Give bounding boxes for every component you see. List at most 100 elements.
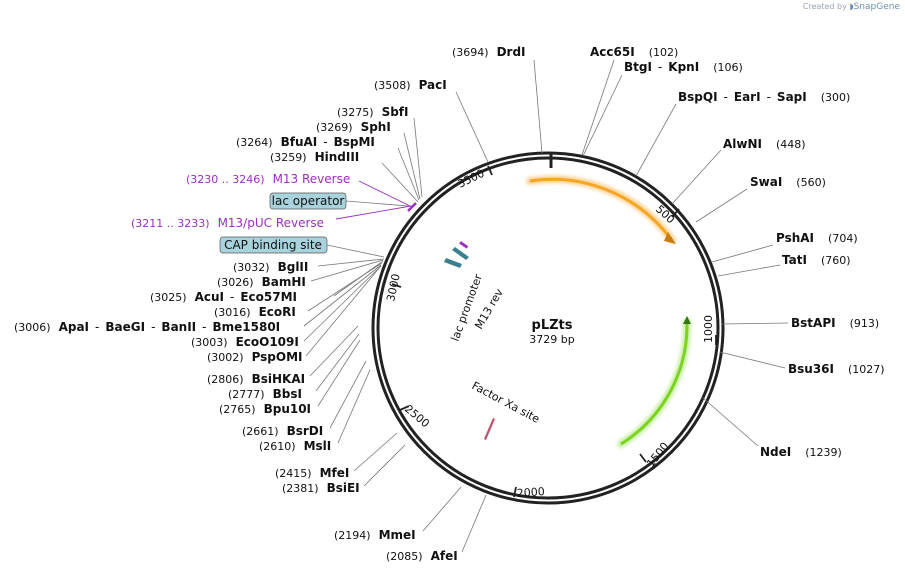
site-sphi-pos: (3269) bbox=[316, 121, 353, 134]
site-drdi-pos: (3694) bbox=[452, 46, 489, 59]
tick-label-2500: 2500 bbox=[402, 402, 432, 430]
site-bamhi: (3026) BamHI bbox=[217, 275, 306, 289]
snapgene-logo-icon: ◗ bbox=[849, 2, 854, 11]
site-apai: (3006)ApaI-BaeGI-BanII-Bme1580I bbox=[14, 320, 280, 334]
site-bsihkai-pos: (2806) bbox=[207, 373, 244, 386]
site-eari-name: EarI bbox=[734, 90, 761, 104]
site-bspqi-name: BspQI bbox=[678, 90, 718, 104]
site-bsiei-pos: (2381) bbox=[282, 482, 319, 495]
primer-m13-reverse-text: (3230 .. 3246)M13 Reverse bbox=[186, 172, 350, 186]
credit-brand: SnapGene bbox=[853, 2, 900, 12]
site-acc65i-pos: (102) bbox=[649, 46, 679, 59]
site-pshai-name: PshAI bbox=[776, 231, 814, 245]
site-eco57mi-name: Eco57MI bbox=[240, 290, 297, 304]
site-bamhi-pos: (3026) bbox=[217, 276, 254, 289]
leader-ndei bbox=[702, 397, 759, 447]
site-msli-name: MslI bbox=[304, 439, 332, 453]
site-sbfi-name: SbfI bbox=[382, 105, 409, 119]
site-bspmi-name: BspMI bbox=[334, 135, 375, 149]
site-bbsi-pos: (2777) bbox=[228, 388, 265, 401]
factor-xa-label: Factor Xa site bbox=[470, 379, 542, 426]
site-paci-pos: (3508) bbox=[374, 79, 411, 92]
site-hindiii-pos: (3259) bbox=[270, 151, 307, 164]
site-swai-pos: (560) bbox=[796, 176, 826, 189]
leader-bsihkai bbox=[309, 325, 359, 377]
primer-mark bbox=[459, 241, 469, 249]
site-swai-name: SwaI bbox=[750, 175, 782, 189]
site-bglii-name: BglII bbox=[278, 260, 309, 274]
site-mmei-name: MmeI bbox=[379, 528, 416, 542]
cap-site-box[interactable]: CAP binding site bbox=[219, 236, 385, 258]
site-acui: (3025)AcuI-Eco57MI bbox=[150, 290, 297, 304]
site-bfuai-name: BfuAI bbox=[281, 135, 318, 149]
site-sbfi: (3275)SbfI bbox=[337, 105, 409, 119]
site-acui-pos: (3025) bbox=[150, 291, 187, 304]
leader-tati bbox=[717, 264, 781, 277]
lac-promoter-arrow-icon bbox=[452, 247, 469, 260]
site-bsihkai: (2806)BsiHKAI bbox=[207, 372, 305, 386]
primer-mark-on-ring bbox=[407, 202, 417, 212]
leader-ecori bbox=[307, 262, 383, 312]
site-ecori: (3016)EcoRI bbox=[214, 305, 296, 319]
leader-sbfi bbox=[413, 117, 423, 198]
leader-bstapi bbox=[721, 322, 789, 325]
site-bsiei: (2381)BsiEI bbox=[282, 481, 360, 495]
site-bsu36i-name: Bsu36I bbox=[788, 362, 834, 376]
lac-operator-box[interactable]: lac operator bbox=[269, 192, 409, 210]
site-bamhi-name: BamHI bbox=[262, 275, 306, 289]
site-bsu36i-pos: (1027) bbox=[848, 363, 885, 376]
site-pspomi: (3002)PspOMI bbox=[207, 350, 303, 364]
plasmid-length: 3729 bp bbox=[529, 333, 574, 346]
site-bbsi-name: BbsI bbox=[273, 387, 302, 401]
primer-m13-puc-reverse-leader bbox=[335, 205, 412, 220]
site-btgi: BtgI-KpnI(106) bbox=[624, 60, 743, 74]
primer-m13-puc-reverse-text: (3211 .. 3233)M13/pUC Reverse bbox=[131, 216, 324, 230]
leader-paci bbox=[455, 91, 489, 163]
site-alwni: AlwNI(448) bbox=[723, 137, 806, 151]
site-ndei-pos: (1239) bbox=[805, 446, 842, 459]
site-afei: (2085)AfeI bbox=[386, 549, 458, 563]
site-ecoo109i: (3003)EcoO109I bbox=[191, 335, 299, 349]
primer-m13-reverse[interactable]: (3230 .. 3246)M13 Reverse bbox=[186, 172, 413, 208]
site-acc65i-name: Acc65I bbox=[590, 45, 635, 59]
site-hindiii-name: HindIII bbox=[315, 150, 360, 164]
orf-orange-arrow bbox=[529, 177, 672, 239]
site-bstapi: BstAPI(913) bbox=[791, 316, 879, 330]
cap-site-label: CAP binding site bbox=[224, 238, 322, 252]
leader-bpu10i bbox=[317, 339, 361, 407]
site-apai-name: ApaI bbox=[59, 320, 89, 334]
left-leader-lines bbox=[303, 59, 543, 553]
site-afei-pos: (2085) bbox=[386, 550, 423, 563]
leader-pshai bbox=[711, 244, 774, 263]
leader-btgi bbox=[582, 74, 623, 157]
lac-operator-leader bbox=[345, 200, 409, 207]
primer-m13-puc-reverse-name: M13/pUC Reverse bbox=[218, 216, 325, 230]
leader-bsu36i bbox=[719, 351, 786, 369]
site-bsu36i: Bsu36I (1027) bbox=[788, 362, 885, 376]
site-bme1580i-name: Bme1580I bbox=[212, 320, 280, 334]
site-bspqi: BspQI-EarI-SapI(300) bbox=[678, 90, 850, 104]
tick-label-1000: 1000 bbox=[702, 315, 715, 343]
leader-hindiii bbox=[381, 162, 419, 203]
site-ndei: NdeI (1239) bbox=[760, 445, 842, 459]
site-bpu10i-pos: (2765) bbox=[219, 403, 256, 416]
leader-bglii bbox=[317, 258, 385, 267]
site-apai-pos: (3006) bbox=[14, 321, 51, 334]
leader-bspqi bbox=[635, 103, 677, 177]
primer-m13-reverse-leader bbox=[358, 180, 413, 208]
site-acui-name: AcuI bbox=[195, 290, 224, 304]
site-bsrdi: (2661)BsrDI bbox=[242, 424, 323, 438]
tick-2500 bbox=[399, 405, 410, 411]
site-bsrdi-pos: (2661) bbox=[242, 425, 279, 438]
site-kpni-name: KpnI bbox=[668, 60, 699, 74]
leader-mfei bbox=[353, 432, 398, 472]
site-ndei-name: NdeI bbox=[760, 445, 791, 459]
site-bglii: (3032)BglII bbox=[233, 260, 308, 274]
leader-drdi bbox=[533, 59, 543, 154]
primer-m13-puc-reverse[interactable]: (3211 .. 3233)M13/pUC Reverse bbox=[131, 205, 412, 230]
site-ecori-pos: (3016) bbox=[214, 306, 251, 319]
site-baegi-name: BaeGI bbox=[105, 320, 145, 334]
credit-prefix: Created by bbox=[802, 2, 847, 11]
site-msli: (2610)MslI bbox=[259, 439, 331, 453]
